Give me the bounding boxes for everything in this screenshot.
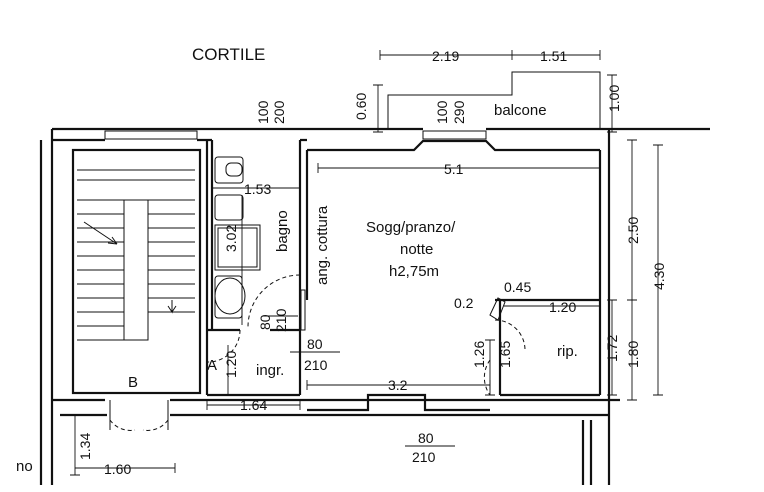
- entrance-label: ingr.: [256, 362, 284, 379]
- dim-1-64: 1.64: [240, 397, 267, 413]
- door-210-c: 210: [412, 449, 436, 465]
- balcony-label: balcone: [494, 102, 547, 119]
- dim-1-34: 1.34: [77, 433, 93, 460]
- dim-100-b: 100: [434, 100, 450, 124]
- dim-290: 290: [451, 100, 467, 124]
- door-80-a: 80: [257, 314, 273, 330]
- stair-block-label: B: [128, 374, 138, 391]
- dim-3-02: 3.02: [223, 225, 239, 252]
- doors: [109, 274, 526, 431]
- dim-5-1: 5.1: [444, 161, 464, 177]
- storage-label: rip.: [557, 343, 578, 360]
- dim-3-2: 3.2: [388, 377, 408, 393]
- dim-1-65: 1.65: [497, 341, 513, 368]
- dim-1-53: 1.53: [244, 181, 271, 197]
- dim-1-72: 1.72: [604, 335, 620, 362]
- kitchen-label: ang. cottura: [314, 205, 331, 285]
- dim-1-20-vertical: 1.20: [223, 351, 239, 378]
- dim-200: 200: [271, 100, 287, 124]
- living-room-label-line1: Sogg/pranzo/: [366, 219, 456, 236]
- dim-0-45: 0.45: [504, 279, 531, 295]
- dim-100-a: 100: [255, 100, 271, 124]
- dim-1-20-horizontal: 1.20: [549, 299, 576, 315]
- living-room-label-line2: notte: [400, 241, 433, 258]
- dim-0-2: 0.2: [454, 295, 474, 311]
- living-room-height-label: h2,75m: [389, 263, 439, 280]
- dim-1-60: 1.60: [104, 461, 131, 477]
- bathroom-label: bagno: [274, 210, 291, 252]
- door-80-b: 80: [307, 336, 323, 352]
- staircase: [77, 169, 195, 341]
- dim-2-50: 2.50: [625, 217, 641, 244]
- dim-1-51: 1.51: [540, 48, 567, 64]
- dimension-lines: [70, 50, 663, 476]
- dim-2-19: 2.19: [432, 48, 459, 64]
- point-a-label: A: [207, 357, 217, 374]
- dim-4-30: 4.30: [651, 263, 667, 290]
- dim-1-80: 1.80: [625, 341, 641, 368]
- door-210-a: 210: [273, 308, 289, 332]
- door-210-b: 210: [304, 357, 328, 373]
- courtyard-label: CORTILE: [192, 45, 265, 64]
- dim-1-26: 1.26: [471, 341, 487, 368]
- dim-1-00: 1.00: [606, 85, 622, 112]
- door-80-c: 80: [418, 430, 434, 446]
- dim-0-60: 0.60: [353, 93, 369, 120]
- walls: [39, 71, 710, 485]
- cut-text-label: no: [16, 458, 33, 475]
